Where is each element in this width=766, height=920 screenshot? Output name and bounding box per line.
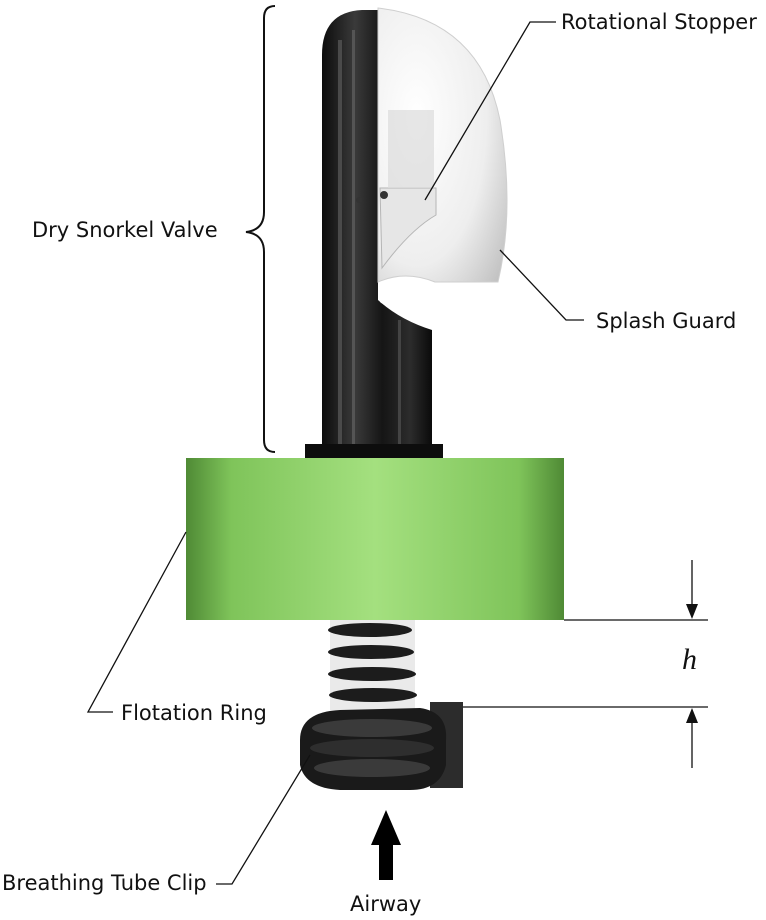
breathing-tube-clip-label: Breathing Tube Clip — [2, 871, 207, 895]
height-dimension — [463, 560, 708, 768]
height-arrow-bottom-head — [686, 708, 698, 723]
clip-band — [314, 759, 430, 777]
splash-guard — [356, 7, 508, 322]
spring — [328, 620, 417, 710]
spring-coil — [328, 667, 416, 681]
flotation-ring-label: Flotation Ring — [121, 701, 267, 725]
spring-coil — [329, 688, 417, 702]
rotational-stopper-leader — [424, 21, 556, 201]
clip-band — [312, 719, 432, 737]
valve-inner-plate — [388, 110, 434, 188]
airway-label: Airway — [350, 892, 422, 916]
snorkel-tube — [305, 10, 443, 458]
splash-guard-label: Splash Guard — [596, 309, 737, 333]
tube-highlight — [338, 40, 342, 445]
height-arrow-top-head — [686, 604, 698, 619]
height-symbol: h — [682, 643, 697, 676]
stopper-pin — [380, 191, 388, 199]
tube-highlight-2 — [352, 30, 355, 445]
rotational-stopper-part — [379, 187, 437, 270]
tube-body — [322, 10, 432, 452]
spring-coil — [328, 645, 414, 659]
airway-arrow — [371, 810, 401, 880]
dry-snorkel-valve-bracket — [245, 5, 276, 453]
tube-base-collar — [305, 444, 443, 458]
splash-guard-cutout — [380, 282, 435, 322]
clip-band — [310, 739, 434, 757]
dry-snorkel-valve-label: Dry Snorkel Valve — [32, 218, 218, 242]
tube-highlight-3 — [398, 320, 401, 445]
splash-guard-leader — [499, 249, 584, 321]
breathing-tube-clip — [300, 702, 463, 790]
flotation-ring — [186, 458, 564, 620]
breathing-tube-clip-leader — [216, 754, 311, 885]
stopper-pin-2 — [356, 197, 362, 203]
flotation-ring-leader — [86, 531, 187, 713]
rotational-stopper-label: Rotational Stopper — [561, 10, 757, 34]
spring-coil — [328, 623, 412, 637]
